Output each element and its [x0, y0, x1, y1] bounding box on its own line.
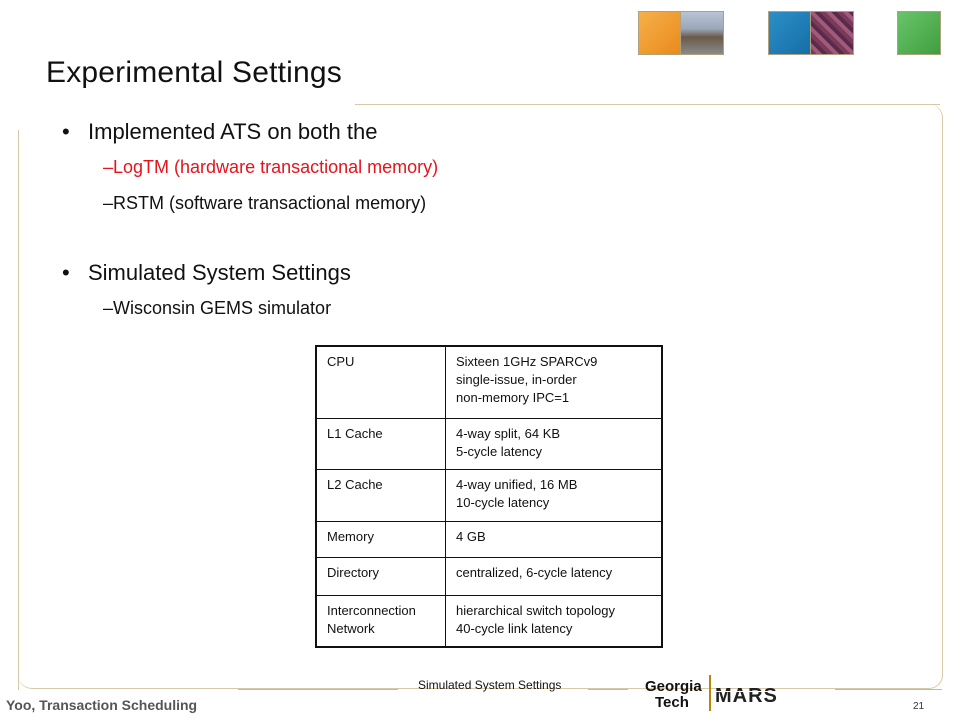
value-line: 5-cycle latency — [456, 443, 542, 459]
sub-bullet-glyph: – — [103, 157, 114, 177]
table-cell-label: Directory — [315, 556, 446, 596]
footer-author: Yoo, Transaction Scheduling — [6, 697, 198, 713]
table-cell-value: 4-way unified, 16 MB 10-cycle latency — [445, 468, 663, 522]
table-row: Interconnection Network hierarchical swi… — [315, 594, 663, 648]
table-cell-value: 4 GB — [445, 520, 663, 558]
table-cell-label: Memory — [315, 520, 446, 558]
value-line: 4 GB — [456, 528, 486, 544]
table-cell-value: Sixteen 1GHz SPARCv9 single-issue, in-or… — [445, 345, 663, 419]
georgia-tech-mars-logo: Georgia Tech MARS — [645, 675, 795, 711]
logo-stripe — [715, 691, 795, 692]
header-thumbnail-blue — [768, 11, 812, 55]
header-thumbnail-chip-photo — [810, 11, 854, 55]
page-number: 21 — [913, 701, 925, 712]
header-thumbnail-orange — [638, 11, 682, 55]
slide-frame-left — [18, 130, 19, 690]
sub-bullet-item: –LogTM (hardware transactional memory) — [103, 157, 438, 178]
bullet-glyph: • — [62, 260, 70, 285]
logo-text-tech: Tech — [655, 694, 689, 711]
table-cell-value: hierarchical switch topology 40-cycle li… — [445, 594, 663, 648]
header-thumbnail-campus-photo — [680, 11, 724, 55]
bullet-text: Simulated System Settings — [88, 260, 351, 285]
bullet-text: Implemented ATS on both the — [88, 119, 378, 144]
system-settings-table: CPU Sixteen 1GHz SPARCv9 single-issue, i… — [315, 345, 663, 648]
footer-rule-right — [835, 689, 942, 690]
sub-bullet-glyph: – — [103, 193, 114, 213]
logo-text-georgia: Georgia — [645, 678, 702, 695]
sub-bullet-item: –Wisconsin GEMS simulator — [103, 298, 331, 319]
table-row: Directory centralized, 6-cycle latency — [315, 556, 663, 596]
mars-wordmark: MARS — [715, 685, 795, 707]
footer-rule-left — [238, 689, 398, 690]
logo-divider — [709, 675, 711, 711]
table-row: L1 Cache 4-way split, 64 KB 5-cycle late… — [315, 417, 663, 470]
sub-bullet-glyph: – — [103, 298, 114, 318]
table-row: Memory 4 GB — [315, 520, 663, 558]
sub-bullet-text: Wisconsin GEMS simulator — [113, 298, 332, 318]
sub-bullet-text: RSTM (software transactional memory) — [113, 193, 427, 213]
sub-bullet-text: LogTM (hardware transactional memory) — [113, 157, 439, 177]
table-cell-value: 4-way split, 64 KB 5-cycle latency — [445, 417, 663, 470]
value-line: hierarchical switch topology — [456, 602, 615, 618]
value-line: centralized, 6-cycle latency — [456, 564, 613, 580]
value-line: 40-cycle link latency — [456, 620, 573, 636]
slide-frame-top — [355, 104, 940, 105]
footer-section-title: Simulated System Settings — [418, 678, 562, 692]
header-thumbnail-green — [897, 11, 941, 55]
table-row: L2 Cache 4-way unified, 16 MB 10-cycle l… — [315, 468, 663, 522]
logo-text-mars: MARS — [715, 685, 778, 707]
value-line: 10-cycle latency — [456, 494, 550, 510]
table-row: CPU Sixteen 1GHz SPARCv9 single-issue, i… — [315, 345, 663, 419]
slide-title: Experimental Settings — [46, 56, 343, 89]
value-line: 4-way unified, 16 MB — [456, 476, 578, 492]
footer-rule-mid — [588, 689, 628, 690]
sub-bullet-item: –RSTM (software transactional memory) — [103, 193, 426, 214]
value-line: Sixteen 1GHz SPARCv9 — [456, 354, 598, 369]
value-line: single-issue, in-order — [456, 372, 577, 387]
value-line: 4-way split, 64 KB — [456, 425, 561, 441]
slide-frame — [18, 104, 943, 689]
bullet-glyph: • — [62, 119, 70, 144]
table-cell-label: L2 Cache — [315, 468, 446, 522]
table-cell-label: CPU — [315, 345, 446, 419]
value-line: non-memory IPC=1 — [456, 390, 570, 405]
table-cell-value: centralized, 6-cycle latency — [445, 556, 663, 596]
table-cell-label: L1 Cache — [315, 417, 446, 470]
table-cell-label: Interconnection Network — [315, 594, 446, 648]
